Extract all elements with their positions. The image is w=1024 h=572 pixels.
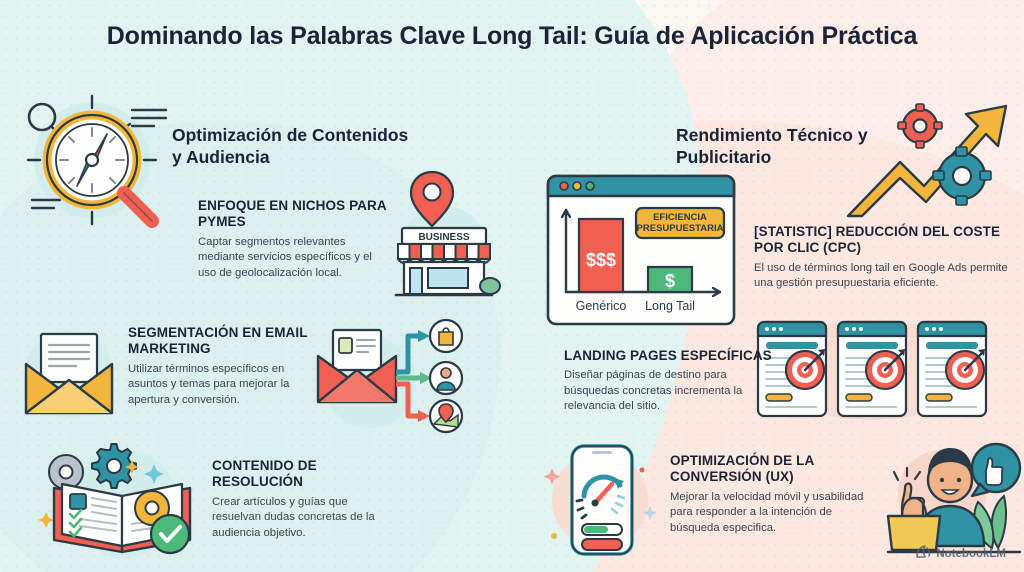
growth-arrow-gears-icon xyxy=(842,90,1024,220)
block-title: [STATISTIC] REDUCCIÓN DEL COSTE POR CLIC… xyxy=(754,224,1001,256)
left-column-heading: Optimización de Contenidos y Audiencia xyxy=(172,125,409,167)
notebooklm-logo-icon xyxy=(916,545,931,562)
block-landing-pages: LANDING PAGES ESPECÍFICAS Diseñar página… xyxy=(564,348,776,415)
envelope-segmentation-icon xyxy=(300,312,465,437)
block-title: SEGMENTACIÓN EN EMAIL MARKETING xyxy=(128,325,308,357)
right-column-heading: Rendimiento Técnico y Publicitario xyxy=(676,125,868,167)
cpc-bar-chart: $$$ $ EFICIENCIA PRESUPUESTARIA Genérico… xyxy=(544,172,740,330)
compass-magnifier-icon xyxy=(6,88,181,233)
storefront-location-icon: BUSINESS xyxy=(388,168,501,298)
mobile-speed-gauge-icon xyxy=(538,440,668,562)
right-column: Rendimiento Técnico y Publicitario xyxy=(512,0,1024,572)
customer-thumbs-up-icon xyxy=(880,438,1024,556)
bar-label-generico: $$$ xyxy=(586,250,616,270)
block-body: Utilizar términos específicos en asuntos… xyxy=(128,362,290,406)
bar-label-longtail: $ xyxy=(665,271,675,291)
block-optimizacion-conversion: OPTIMIZACIÓN DE LA CONVERSIÓN (UX) Mejor… xyxy=(670,453,880,536)
left-column: Optimización de Contenidos y Audiencia E… xyxy=(6,88,501,566)
notebooklm-watermark: NotebookLM xyxy=(916,545,1006,562)
page-title: Dominando las Palabras Clave Long Tail: … xyxy=(106,22,918,50)
landing-pages-target-icon xyxy=(752,314,992,426)
block-body: El uso de términos long tail en Google A… xyxy=(754,261,1008,290)
block-body: Captar segmentos relevantes mediante ser… xyxy=(198,235,372,279)
block-body: Mejorar la velocidad móvil y usabilidad … xyxy=(670,490,864,534)
block-contenido-resolucion: CONTENIDO DE RESOLUCIÓN Crear artículos … xyxy=(212,458,392,541)
open-book-gears-check-icon xyxy=(36,438,206,566)
block-reduccion-cpc: [STATISTIC] REDUCCIÓN DEL COSTE POR CLIC… xyxy=(754,224,1016,292)
block-enfoque-nichos: ENFOQUE EN NICHOS PARA PYMES Captar segm… xyxy=(198,198,388,281)
svg-text:Long Tail: Long Tail xyxy=(645,299,695,313)
block-body: Crear artículos y guías que resuelvan du… xyxy=(212,495,375,539)
block-title: CONTENIDO DE RESOLUCIÓN xyxy=(212,458,317,490)
block-title: LANDING PAGES ESPECÍFICAS xyxy=(564,348,772,363)
block-body: Diseñar páginas de destino para búsqueda… xyxy=(564,369,743,413)
svg-text:PRESUPUESTARIA: PRESUPUESTARIA xyxy=(637,223,724,234)
block-title: ENFOQUE EN NICHOS PARA PYMES xyxy=(198,198,387,230)
envelope-icon xyxy=(14,318,124,428)
svg-text:Genérico: Genérico xyxy=(576,299,627,313)
notebooklm-label: NotebookLM xyxy=(936,547,1006,560)
block-segmentacion-email: SEGMENTACIÓN EN EMAIL MARKETING Utilizar… xyxy=(128,325,318,408)
svg-text:EFICIENCIA: EFICIENCIA xyxy=(653,212,707,223)
block-title: OPTIMIZACIÓN DE LA CONVERSIÓN (UX) xyxy=(670,453,814,485)
svg-text:BUSINESS: BUSINESS xyxy=(418,232,469,243)
